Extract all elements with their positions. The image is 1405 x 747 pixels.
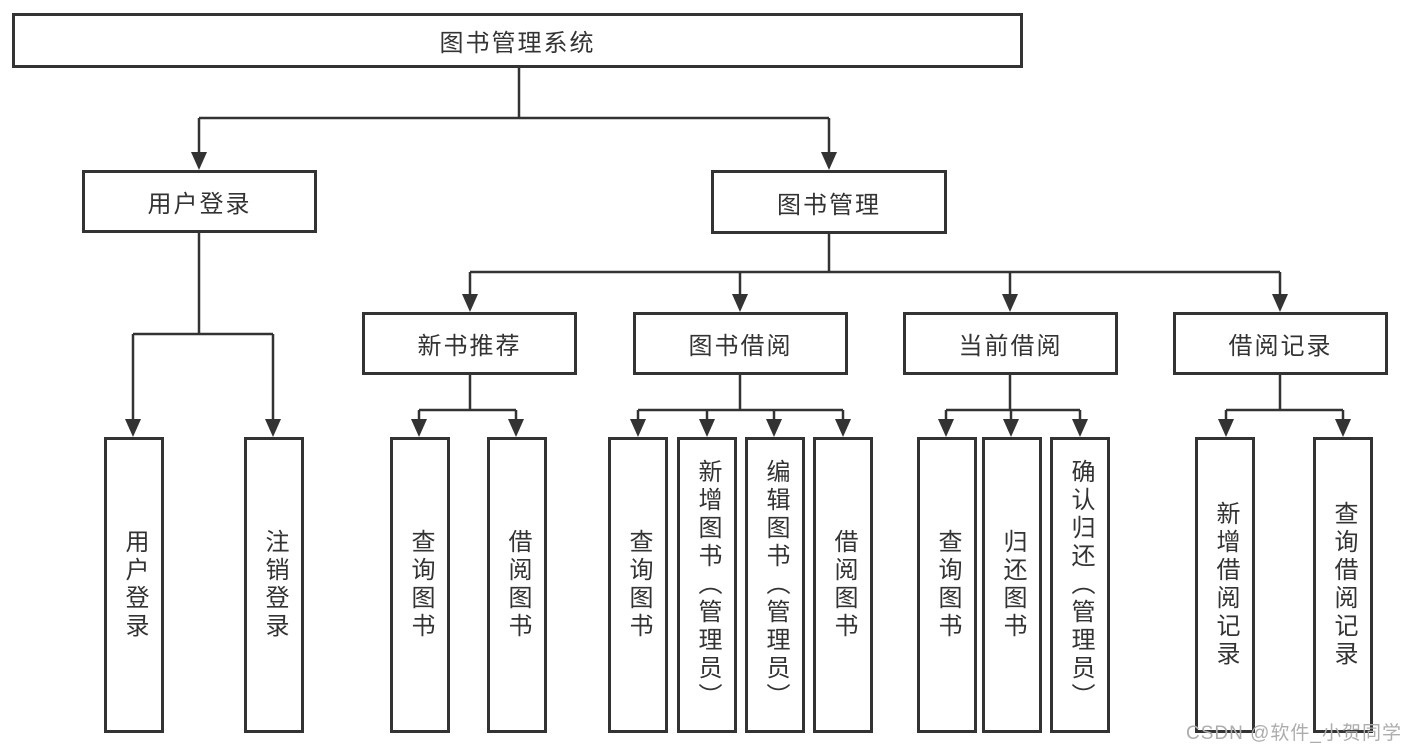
arrow-down-icon xyxy=(1335,419,1351,437)
arrow-down-icon xyxy=(1272,294,1288,312)
leaf-user-login: 用户登录 xyxy=(104,437,164,733)
leaf-logout: 注销登录 xyxy=(244,437,304,733)
leaf-query-borrow-record: 查询借阅记录 xyxy=(1313,437,1373,733)
arrow-down-icon xyxy=(1002,294,1018,312)
leaf-add-borrow-record: 新增借阅记录 xyxy=(1195,437,1255,733)
leaf-borrow-books: 借阅图书 xyxy=(813,437,873,733)
arrow-down-icon xyxy=(1072,419,1088,437)
leaf-confirm-return-admin: 确认归还（管理员） xyxy=(1050,437,1110,733)
node-current-borrow: 当前借阅 xyxy=(903,312,1118,375)
leaf-query-books: 查询图书 xyxy=(608,437,668,733)
leaf-label: 借阅图书 xyxy=(504,529,531,641)
leaf-label: 确认归还（管理员） xyxy=(1067,459,1094,711)
node-label: 借阅记录 xyxy=(1228,333,1333,360)
arrow-down-icon xyxy=(835,419,851,437)
node-user-login: 用户登录 xyxy=(82,170,317,233)
arrow-down-icon xyxy=(821,152,837,170)
arrow-down-icon xyxy=(508,419,524,437)
node-borrow-record: 借阅记录 xyxy=(1173,312,1388,375)
leaf-label: 查询图书 xyxy=(934,529,961,641)
arrow-down-icon xyxy=(462,294,478,312)
leaf-label: 查询图书 xyxy=(407,529,434,641)
arrow-down-icon xyxy=(732,294,748,312)
node-label: 用户登录 xyxy=(147,191,252,218)
leaf-label: 查询借阅记录 xyxy=(1330,501,1357,669)
leaf-add-books-admin: 新增图书（管理员） xyxy=(677,437,737,733)
leaf-label: 新增借阅记录 xyxy=(1212,501,1239,669)
leaf-label: 查询图书 xyxy=(625,529,652,641)
leaf-query-books: 查询图书 xyxy=(917,437,977,733)
arrow-down-icon xyxy=(411,419,427,437)
node-label: 图书借阅 xyxy=(688,333,793,360)
arrow-down-icon xyxy=(1218,419,1234,437)
leaf-label: 用户登录 xyxy=(121,529,148,641)
arrow-down-icon xyxy=(265,419,281,437)
leaf-label: 注销登录 xyxy=(261,529,288,641)
arrow-down-icon xyxy=(699,419,715,437)
leaf-query-books: 查询图书 xyxy=(390,437,450,733)
arrow-down-icon xyxy=(191,152,207,170)
arrow-down-icon xyxy=(1003,419,1019,437)
csdn-watermark: CSDN @软件_小贺同学 xyxy=(1186,723,1402,744)
leaf-label: 归还图书 xyxy=(999,529,1026,641)
node-label: 图书管理系统 xyxy=(439,30,596,57)
node-new-book-recommend: 新书推荐 xyxy=(362,312,577,375)
node-label: 当前借阅 xyxy=(958,333,1063,360)
leaf-label: 新增图书（管理员） xyxy=(694,459,721,711)
arrow-down-icon xyxy=(766,419,782,437)
leaf-label: 编辑图书（管理员） xyxy=(762,459,789,711)
node-label: 图书管理 xyxy=(777,191,881,219)
leaf-return-books: 归还图书 xyxy=(982,437,1042,733)
arrow-down-icon xyxy=(630,419,646,437)
arrow-down-icon xyxy=(125,419,141,437)
leaf-edit-books-admin: 编辑图书（管理员） xyxy=(745,437,805,733)
arrow-down-icon xyxy=(938,419,954,437)
node-root-library-system: 图书管理系统 xyxy=(12,13,1023,68)
node-book-management: 图书管理 xyxy=(711,170,947,234)
node-label: 新书推荐 xyxy=(417,333,522,360)
leaf-label: 借阅图书 xyxy=(830,529,857,641)
leaf-borrow-books: 借阅图书 xyxy=(487,437,547,733)
node-book-borrow: 图书借阅 xyxy=(633,312,848,375)
